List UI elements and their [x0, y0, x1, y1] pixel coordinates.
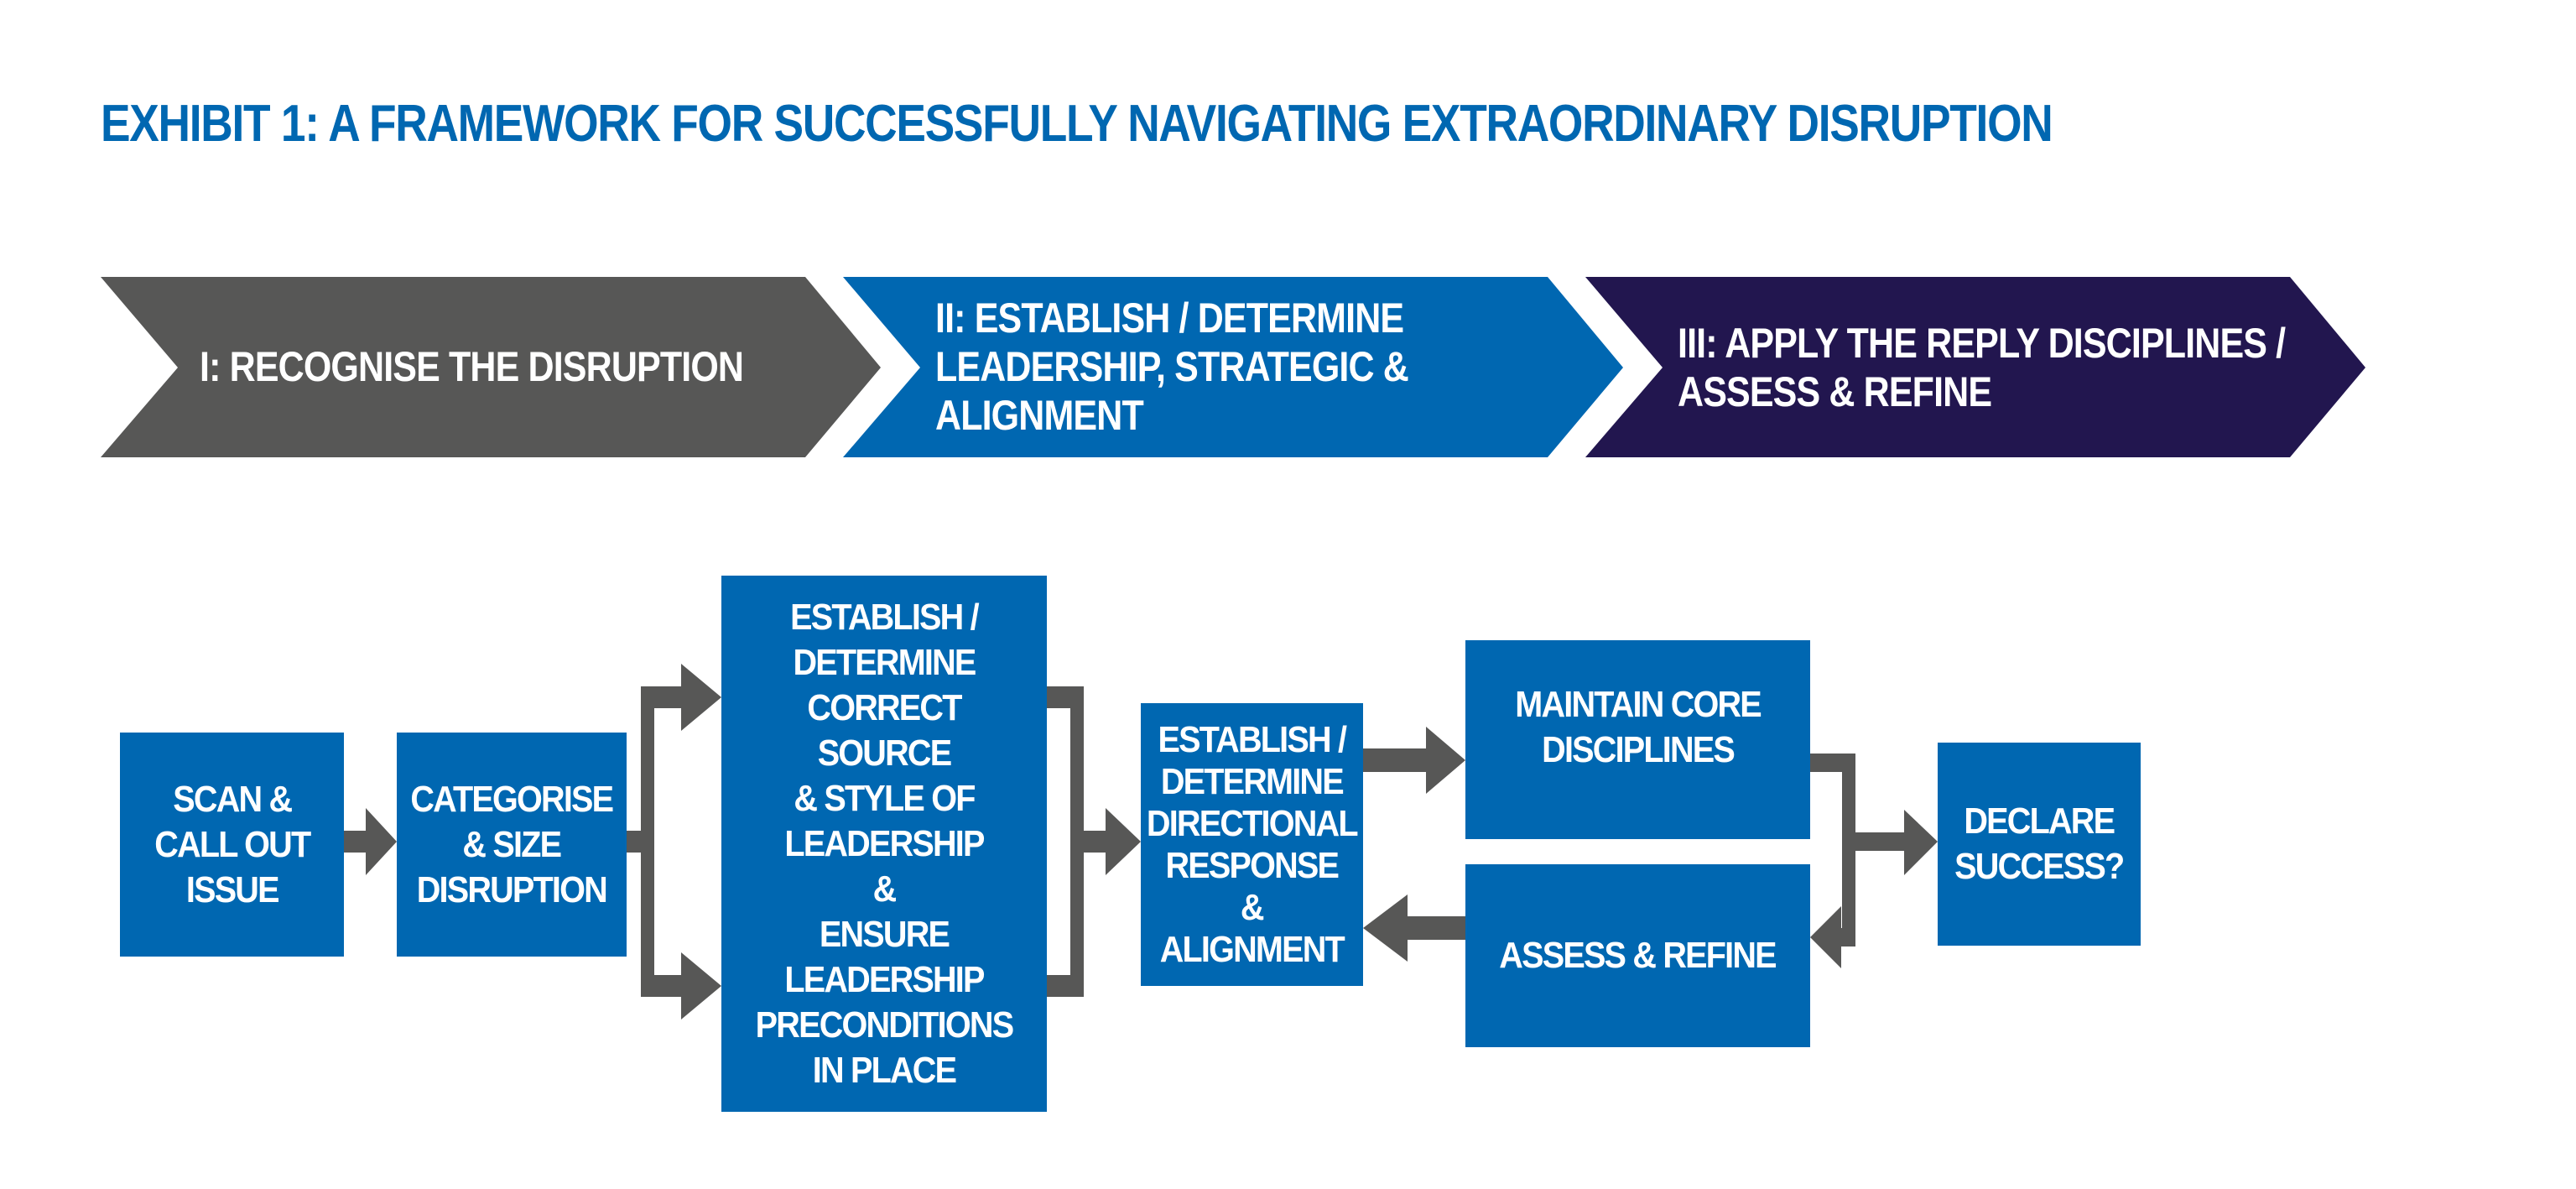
merge-stem: [1070, 831, 1112, 853]
fork-top-shaft: [641, 686, 688, 708]
phase-2-label-line: ALIGNMENT: [935, 392, 1144, 439]
arrow-scan-categorise-head: [366, 808, 397, 875]
arrow-assess-directional-head: [1363, 894, 1408, 962]
step-directional-box: ESTABLISH / DETERMINE DIRECTIONAL RESPON…: [1141, 703, 1363, 986]
step-leadership-label: ESTABLISH / DETERMINE CORRECT SOURCE & S…: [755, 596, 1014, 1091]
phase-1-chevron: [101, 277, 881, 457]
fork-bottom-head: [681, 952, 721, 1020]
arrow-assess-directional-shaft: [1402, 916, 1465, 940]
arrow-directional-maintain-shaft: [1363, 748, 1432, 772]
step-assess-box: ASSESS & REFINE: [1465, 864, 1810, 1047]
step-scan-box: SCAN & CALL OUT ISSUE: [120, 733, 344, 957]
phase-3-label-line: III: APPLY THE REPLY DISCIPLINES /: [1678, 320, 2286, 367]
step-leadership-box: ESTABLISH / DETERMINE CORRECT SOURCE & S…: [721, 576, 1047, 1112]
arrow-directional-maintain-head: [1426, 727, 1465, 794]
loop-bottom-head: [1810, 906, 1841, 968]
fork-vertical: [641, 686, 654, 997]
phase-2-chevron: [843, 277, 1623, 457]
phase-3-chevron: [1585, 277, 2365, 457]
phase-2-label-line: II: ESTABLISH / DETERMINE: [935, 295, 1404, 342]
loop-declare-head: [1904, 810, 1938, 875]
step-declare-label: DECLARE SUCCESS?: [1954, 800, 2125, 887]
fork-bottom-shaft: [641, 975, 688, 997]
phase-1-label-line: I: RECOGNISE THE DISRUPTION: [200, 343, 744, 390]
phase-3-label: III: APPLY THE REPLY DISCIPLINES / ASSES…: [1678, 319, 2286, 416]
step-declare-box: DECLARE SUCCESS?: [1938, 743, 2141, 946]
fork-top-head: [681, 664, 721, 731]
step-directional-label: ESTABLISH / DETERMINE DIRECTIONAL RESPON…: [1147, 718, 1359, 970]
phase-3-label-line: ASSESS & REFINE: [1678, 368, 1992, 415]
step-maintain-label: MAINTAIN CORE DISCIPLINES: [1515, 684, 1762, 770]
step-categorise-box: CATEGORISE & SIZE DISRUPTION: [397, 733, 627, 957]
exhibit-title: EXHIBIT 1: A FRAMEWORK FOR SUCCESSFULLY …: [101, 95, 2053, 153]
step-categorise-label: CATEGORISE & SIZE DISRUPTION: [410, 778, 615, 910]
merge-head: [1106, 808, 1141, 875]
phase-2-label-line: LEADERSHIP, STRATEGIC &: [935, 343, 1409, 390]
merge-bottom-shaft: [1047, 975, 1082, 997]
step-assess-label: ASSESS & REFINE: [1499, 935, 1777, 976]
phase-2-label: II: ESTABLISH / DETERMINE LEADERSHIP, ST…: [935, 294, 1409, 440]
phase-1-label: I: RECOGNISE THE DISRUPTION: [200, 342, 744, 391]
loop-declare-shaft: [1842, 832, 1909, 851]
step-scan-label: SCAN & CALL OUT ISSUE: [154, 778, 311, 910]
step-maintain-box: MAINTAIN CORE DISCIPLINES: [1465, 640, 1810, 839]
connector-arrows: [344, 664, 1938, 1020]
